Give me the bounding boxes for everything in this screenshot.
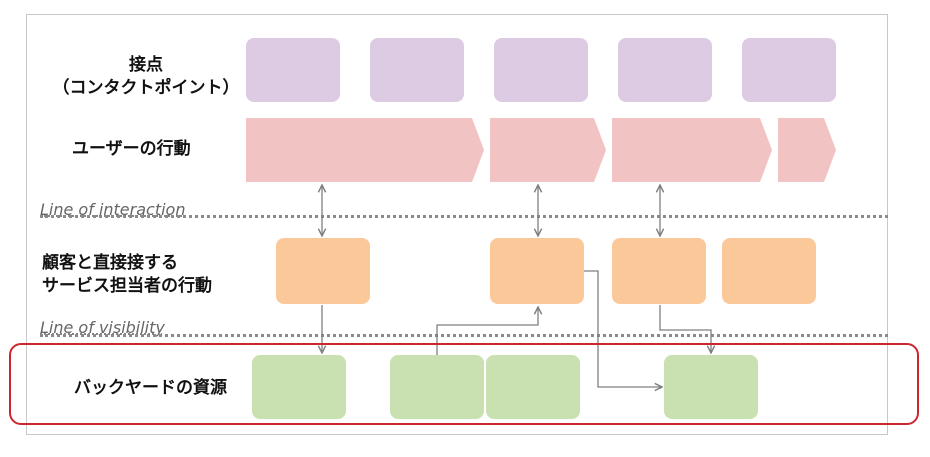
frontstage-action-box: [612, 238, 706, 304]
backstage-label: バックヤードの資源: [74, 378, 227, 398]
line-of-visibility-label: Line of visibility: [40, 318, 165, 337]
support-arrow: [659, 305, 711, 353]
frontstage-action-box: [490, 238, 584, 304]
backstage-resource-box: [486, 355, 580, 419]
support-arrow: [436, 307, 538, 355]
backstage-resource-box: [252, 355, 346, 419]
line-of-interaction: [40, 215, 888, 218]
line-of-visibility: [40, 334, 888, 337]
frontstage-action-box: [276, 238, 370, 304]
support-arrow: [584, 270, 662, 387]
user-action-chevron: [246, 118, 484, 182]
touchpoint-box: [618, 38, 712, 102]
touchpoints-label-line2: （コンタクトポイント）: [52, 78, 240, 98]
user-action-chevron: [490, 118, 606, 182]
user-action-chevron: [778, 118, 836, 182]
touchpoint-box: [370, 38, 464, 102]
touchpoint-box: [246, 38, 340, 102]
backstage-highlight-frame: [9, 343, 919, 425]
diagram-frame: [26, 14, 888, 435]
backstage-resource-box: [390, 355, 484, 419]
touchpoint-box: [742, 38, 836, 102]
frontstage-label-line1: 顧客と直接接する: [42, 253, 178, 273]
frontstage-label-line2: サービス担当者の行動: [42, 276, 212, 296]
backstage-resource-box: [664, 355, 758, 419]
touchpoints-label-line1: 接点: [129, 55, 163, 75]
frontstage-label: 顧客と直接接する サービス担当者の行動: [42, 252, 212, 298]
user-action-chevron: [612, 118, 772, 182]
line-of-interaction-label: Line of interaction: [40, 200, 186, 219]
touchpoint-box: [494, 38, 588, 102]
frontstage-action-box: [722, 238, 816, 304]
touchpoints-label: 接点 （コンタクトポイント）: [46, 54, 246, 100]
user-actions-label: ユーザーの行動: [72, 139, 191, 159]
